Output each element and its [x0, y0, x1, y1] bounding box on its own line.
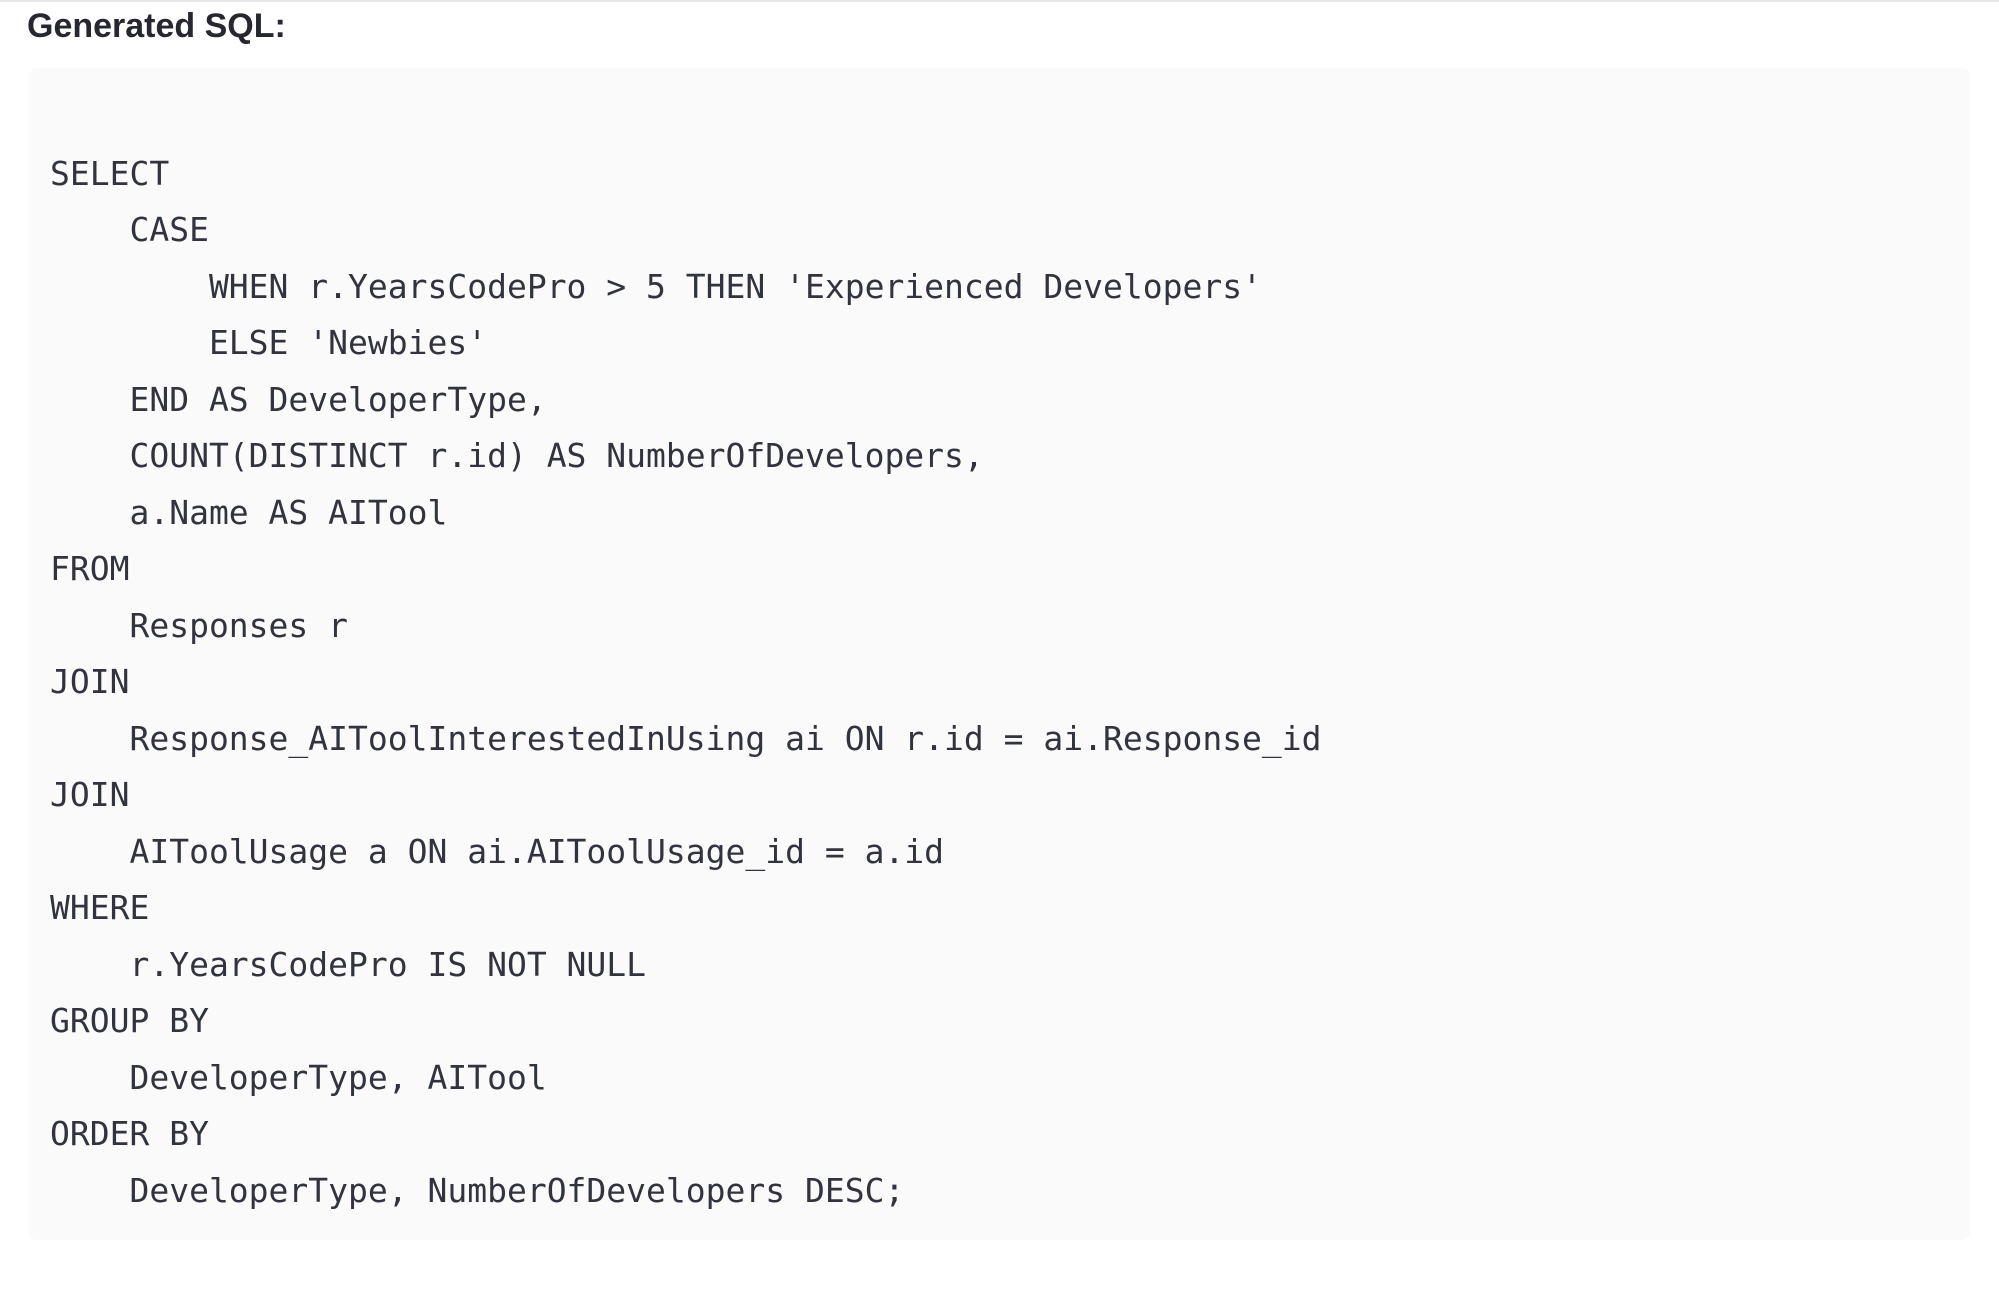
- page-title: Generated SQL:: [27, 7, 286, 45]
- sql-code: SELECT CASE WHEN r.YearsCodePro > 5 THEN…: [50, 153, 1322, 1210]
- generated-sql-code-card: SELECT CASE WHEN r.YearsCodePro > 5 THEN…: [29, 68, 1970, 1240]
- sql-pre: SELECT CASE WHEN r.YearsCodePro > 5 THEN…: [29, 68, 1970, 1240]
- top-divider: [0, 0, 1999, 2]
